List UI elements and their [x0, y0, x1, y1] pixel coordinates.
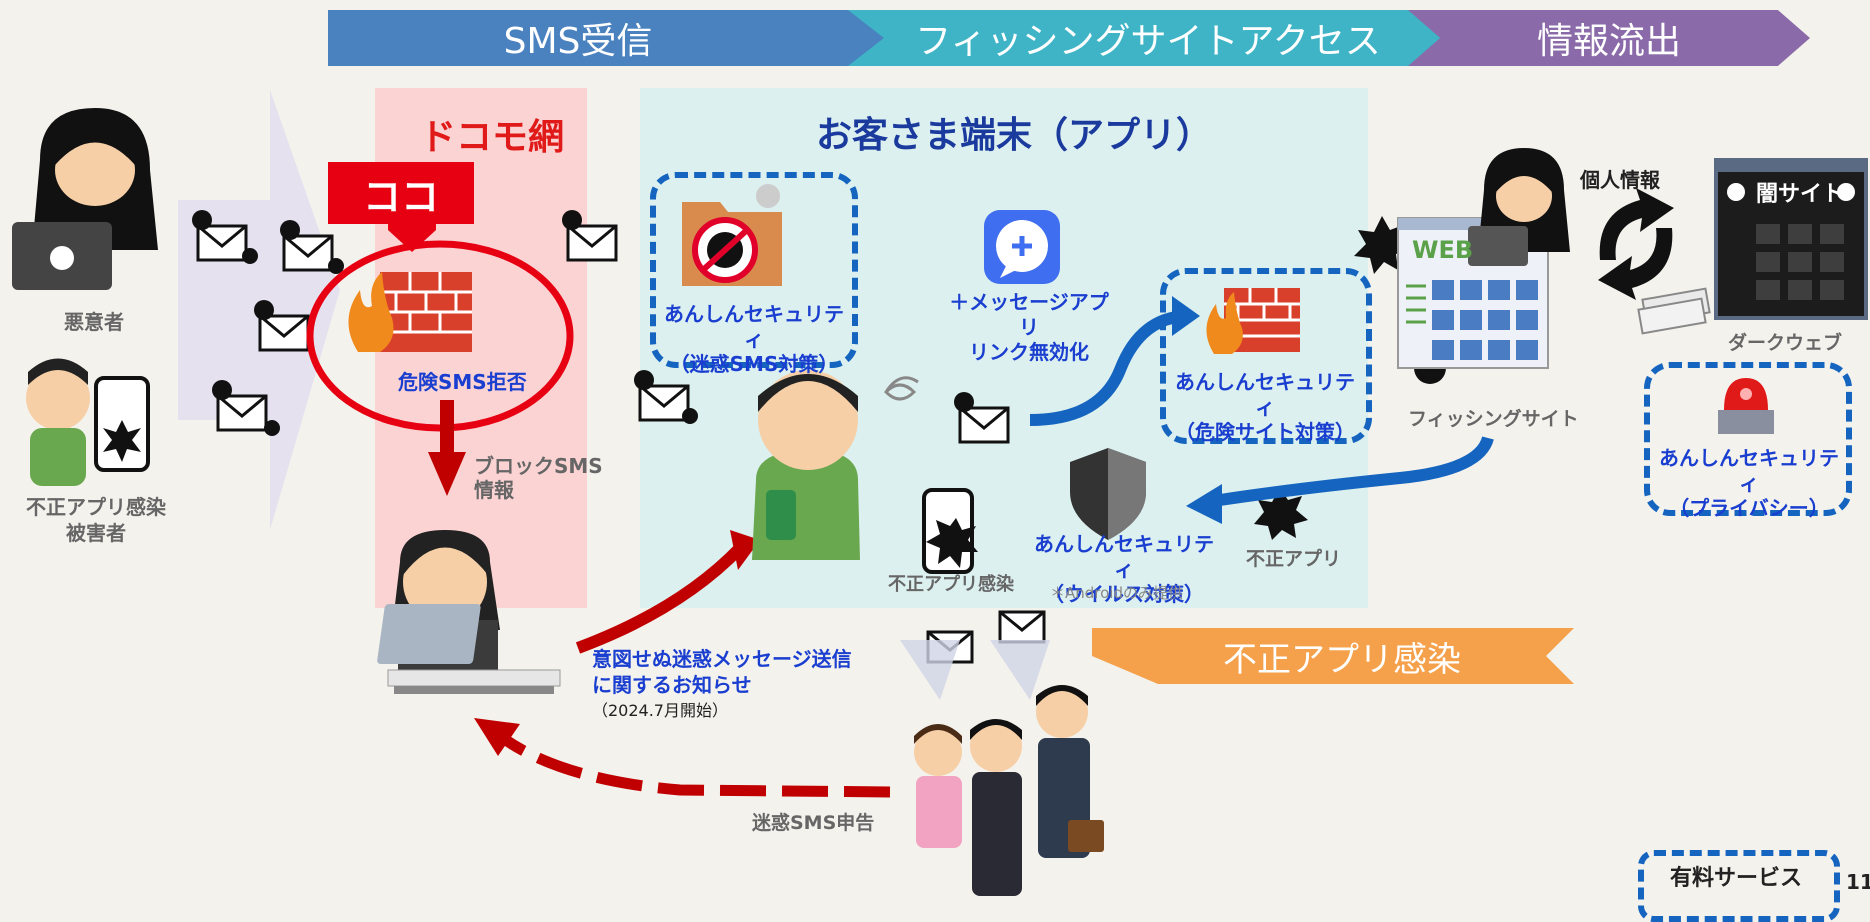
site-security-label: あんしんセキュリティ （危険サイト対策） [1170, 370, 1360, 445]
stage-phishing-access: フィッシングサイトアクセス [848, 10, 1448, 66]
notice-label: 意図せぬ迷惑メッセージ送信 に関するお知らせ （2024.7月開始） [592, 646, 852, 724]
firewall-docomo [348, 272, 472, 352]
privacy-security-line1: あんしんセキュリティ [1659, 446, 1839, 495]
darkweb-label: ダークウェブ [1728, 332, 1843, 354]
malicious-app-label: 不正アプリ [1246, 548, 1342, 570]
infection-banner-label: 不正アプリ感染 [1223, 640, 1461, 680]
notice-line1: 意図せぬ迷惑メッセージ送信 [592, 647, 852, 671]
hacker-right-figure [1468, 148, 1570, 266]
here-arrow-tip [388, 220, 436, 252]
message-app-line2: リンク無効化 [969, 340, 1089, 364]
report-label: 迷惑SMS申告 [752, 812, 875, 834]
money-stack-icon [1637, 287, 1711, 335]
plus-message-app-icon [984, 210, 1060, 284]
privacy-security-box [1644, 362, 1852, 516]
message-app-line1: ＋メッセージアプリ [949, 290, 1109, 339]
block-sms-line1: ブロックSMS [474, 454, 603, 478]
stage-leak-label: 情報流出 [1536, 21, 1681, 62]
site-security-line1: あんしんセキュリティ [1175, 370, 1355, 419]
attacker-figure [12, 108, 158, 290]
block-sms-info-label: ブロックSMS 情報 [474, 454, 603, 502]
sms-security-box [650, 172, 858, 368]
crowd-figures [900, 640, 1104, 896]
infected-phone-icon [922, 488, 978, 574]
blue-arrow-site [1029, 310, 1187, 426]
sms-security-line1: あんしんセキュリティ [664, 302, 844, 351]
alarm-light-icon [1718, 378, 1774, 434]
victim-figure [26, 358, 150, 486]
sms-security-line2: （迷惑SMS対策） [669, 352, 839, 376]
notice-arrow [575, 543, 745, 654]
report-arrow [496, 731, 891, 798]
privacy-security-label: あんしんセキュリティ （プライバシー） [1652, 446, 1846, 521]
notice-line2: に関するお知らせ [592, 673, 752, 697]
site-security-line2: （危険サイト対策） [1175, 420, 1355, 444]
paid-service-label: 有料サービス [1670, 866, 1803, 891]
sms-envelopes-left [196, 224, 1046, 664]
stage-sms-label: SMS受信 [503, 21, 653, 62]
here-badge: ココ [328, 162, 474, 224]
stage-phishing-label: フィッシングサイトアクセス [915, 21, 1381, 62]
page-number: 11 [1846, 870, 1870, 894]
privacy-security-line2: （プライバシー） [1669, 496, 1829, 520]
infection-banner-shape [1092, 628, 1574, 684]
device-infected-label: 不正アプリ感染 [888, 574, 1014, 595]
darkweb-sign: 闇サイト [1756, 182, 1845, 207]
sms-security-folder-icon [682, 184, 782, 286]
victim-label-line2: 被害者 [66, 521, 126, 545]
blue-arrow-virus [1219, 436, 1494, 506]
victim-label-line1: 不正アプリ感染 [26, 495, 166, 519]
block-arrow [428, 400, 466, 496]
operator-figure [377, 530, 561, 694]
here-label: ココ [362, 174, 439, 219]
notice-arrow-head [730, 530, 760, 570]
notice-line3: （2024.7月開始） [592, 701, 728, 720]
stage-sms-receive: SMS受信 [328, 10, 888, 66]
blue-arrow-site-head [1172, 296, 1200, 336]
blue-arrow-virus-head [1186, 484, 1222, 524]
shield-icon [1070, 448, 1146, 540]
personal-info-label: 個人情報 [1580, 168, 1660, 192]
report-arrow-head [474, 718, 520, 756]
virus-security-line1: あんしんセキュリティ [1034, 532, 1214, 581]
sms-security-label: あんしんセキュリティ （迷惑SMS対策） [664, 302, 844, 377]
android-note: ＊Androidのみ提供 [1050, 584, 1183, 602]
attacker-label: 悪意者 [64, 310, 124, 334]
virus-security-label: あんしんセキュリティ （ウイルス対策） [1034, 532, 1214, 607]
phone-user-figure [752, 370, 919, 560]
exchange-arrows-icon [1598, 188, 1674, 300]
docomo-net-title: ドコモ網 [420, 117, 565, 158]
phishing-site-label: フィッシングサイト [1408, 408, 1579, 430]
firewall-device [1206, 288, 1300, 354]
reject-sms-label: 危険SMS拒否 [398, 370, 527, 394]
device-title: お客さま端末（アプリ） [816, 115, 1213, 156]
message-app-label: ＋メッセージアプリ リンク無効化 [944, 290, 1114, 365]
victim-label: 不正アプリ感染 被害者 [26, 494, 166, 546]
web-logo: WEB [1412, 236, 1474, 264]
block-sms-line2: 情報 [474, 478, 514, 502]
diagram-canvas [12, 108, 1868, 896]
stage-info-leak: 情報流出 [1408, 10, 1810, 66]
dark-web-site [1714, 158, 1868, 320]
site-security-box [1160, 268, 1372, 444]
virus-security-line2: （ウイルス対策） [1044, 582, 1204, 606]
